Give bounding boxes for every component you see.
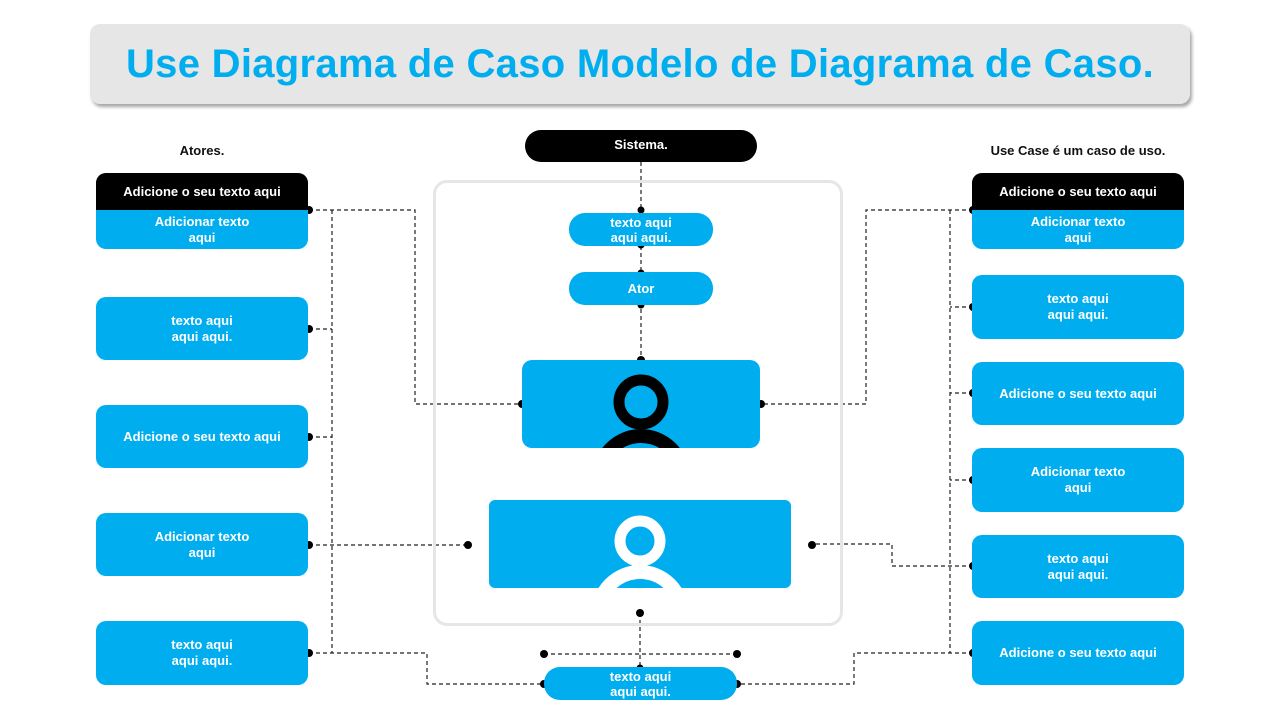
system-pill-text: texto aqui: [610, 214, 672, 230]
actor-box-2[interactable]: texto aqui aqui aqui.: [96, 297, 308, 360]
connector-dot: [733, 650, 741, 658]
use-case-box-text: Adicionar texto: [1030, 213, 1126, 229]
connector-left-5: [309, 652, 544, 685]
use-case-box-6[interactable]: Adicione o seu texto aqui: [972, 621, 1184, 685]
actor-card-primary[interactable]: [522, 360, 760, 448]
system-pill-text: texto aqui: [609, 668, 672, 684]
connector-right-6: [737, 652, 973, 685]
actor-box-text: aqui aqui.: [171, 653, 233, 668]
actor-card-secondary[interactable]: [489, 500, 791, 588]
use-case-box-text: texto aqui: [1047, 550, 1109, 566]
use-case-box-header: Adicione o seu texto aqui: [972, 173, 1184, 210]
page-title: Use Diagrama de Caso Modelo de Diagrama …: [125, 41, 1155, 86]
connector-dot: [540, 650, 548, 658]
use-case-box-text: aqui aqui.: [1047, 566, 1109, 582]
actor-box-text: Adicione o seu texto aqui: [123, 428, 281, 444]
title-bar: Use Diagrama de Caso Modelo de Diagrama …: [90, 24, 1190, 104]
actor-box-header: Adicione o seu texto aqui: [96, 173, 308, 210]
use-case-box-text: texto aqui: [1047, 291, 1109, 306]
use-case-box-3[interactable]: Adicione o seu texto aqui: [972, 362, 1184, 425]
use-cases-label: Use Case é um caso de uso.: [990, 143, 1166, 158]
user-icon: [598, 515, 682, 588]
system-pill-text: Ator: [627, 281, 655, 296]
actors-label: Atores.: [179, 143, 225, 158]
use-case-box-text: aqui aqui.: [1047, 307, 1109, 322]
system-pill-1[interactable]: texto aqui aqui aqui.: [569, 213, 713, 246]
use-case-box-text: aqui: [1064, 480, 1092, 495]
use-case-box-1[interactable]: Adicione o seu texto aqui Adicionar text…: [972, 173, 1184, 249]
system-pill-text: aqui aqui.: [610, 683, 671, 699]
use-case-box-text: aqui: [1064, 229, 1092, 245]
actor-box-4[interactable]: Adicionar texto aqui: [96, 513, 308, 576]
actor-box-text: texto aqui: [171, 312, 233, 328]
system-boundary: [433, 180, 843, 626]
actor-box-text: aqui: [188, 544, 216, 560]
actor-box-text: texto aqui: [171, 637, 233, 652]
system-bottom-pill[interactable]: texto aqui aqui aqui.: [544, 667, 737, 700]
actor-box-text: Adicionar texto: [154, 213, 250, 229]
use-case-box-text: Adicione o seu texto aqui: [999, 645, 1157, 660]
actor-box-5[interactable]: texto aqui aqui aqui.: [96, 621, 308, 685]
use-case-box-text: Adicionar texto: [1030, 464, 1126, 479]
actor-box-text: aqui aqui.: [171, 328, 233, 344]
use-case-box-text: Adicione o seu texto aqui: [999, 385, 1157, 401]
use-case-box-4[interactable]: Adicionar texto aqui: [972, 448, 1184, 512]
actor-box-1[interactable]: Adicione o seu texto aqui Adicionar text…: [96, 173, 308, 249]
system-pill-ator[interactable]: Ator: [569, 272, 713, 305]
actor-box-text: aqui: [188, 229, 216, 245]
actor-box-text: Adicionar texto: [154, 528, 250, 544]
user-icon: [602, 374, 680, 448]
system-pill-text: aqui aqui.: [610, 229, 672, 245]
use-case-box-2[interactable]: texto aqui aqui aqui.: [972, 275, 1184, 339]
system-label[interactable]: Sistema.: [525, 130, 757, 162]
actor-box-3[interactable]: Adicione o seu texto aqui: [96, 405, 308, 468]
use-case-box-5[interactable]: texto aqui aqui aqui.: [972, 535, 1184, 598]
